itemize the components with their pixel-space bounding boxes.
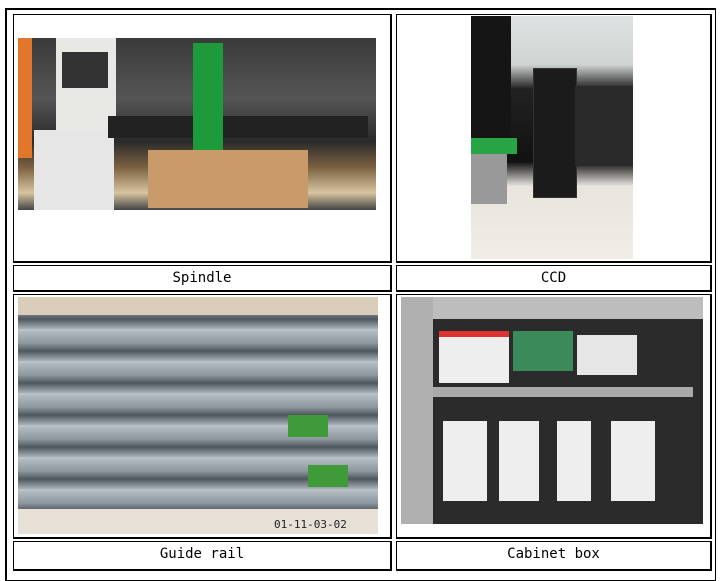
ccd-label: CCD [540, 270, 567, 286]
guide-rail-photo: 01-11-03-02 [18, 297, 378, 534]
label-cell-spindle: Spindle [13, 265, 392, 292]
spindle-photo [18, 38, 376, 210]
image-cell-guide-rail: 01-11-03-02 [13, 294, 392, 539]
ccd-photo [471, 16, 633, 259]
label-cell-ccd: CCD [396, 265, 712, 292]
label-cell-cabinet-box: Cabinet box [396, 541, 712, 571]
spindle-label: Spindle [172, 270, 232, 286]
image-cell-ccd [396, 14, 712, 263]
cabinet-box-label: Cabinet box [507, 546, 600, 562]
image-cell-cabinet-box [396, 294, 712, 539]
rail-serial-text: 01-11-03-02 [274, 518, 347, 531]
label-cell-guide-rail: Guide rail [13, 541, 392, 571]
image-cell-spindle [13, 14, 392, 263]
guide-rail-label: Guide rail [159, 546, 245, 562]
cabinet-box-photo [401, 297, 703, 524]
